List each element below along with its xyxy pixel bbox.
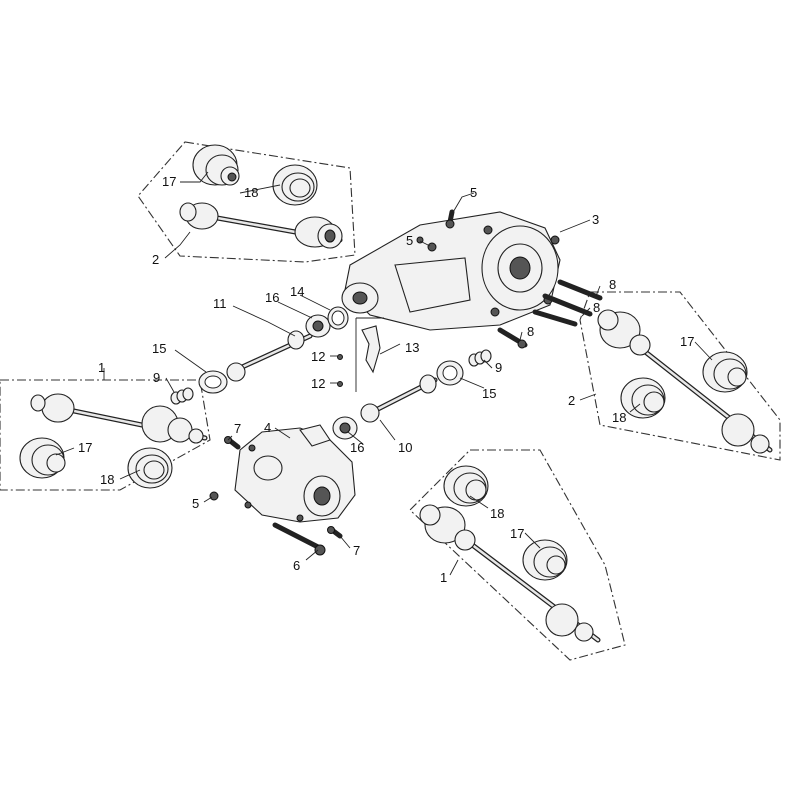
callout-13: 13 [405,340,419,355]
group-outline-right-driveshaft [579,291,781,461]
driveshaft-assembly-left [30,393,208,444]
callout-5: 5 [406,233,413,248]
ring-14 [327,306,349,330]
bolt-6 [272,522,326,556]
callout-2: 2 [152,252,159,267]
callout-2: 2 [568,393,575,408]
seal-16-lower [332,416,358,440]
callout-5: 5 [192,496,199,511]
callout-4: 4 [264,420,271,435]
callout-18: 18 [490,506,504,521]
callout-14: 14 [290,284,304,299]
cv-boot-18-top-left [272,164,318,206]
callout-9: 9 [495,360,502,375]
pin-12-upper [337,354,343,360]
cv-boot-18-bottom-right [443,465,489,507]
bolt-7-left [224,436,241,450]
spring-9-left [170,387,194,405]
callout-10: 10 [398,440,412,455]
intermediate-shaft-11 [226,330,313,382]
bolt-5-mid [427,242,437,252]
spring-9-right [468,349,492,367]
callout-7: 7 [353,543,360,558]
bearing-15-right [436,360,464,386]
bracket-13 [355,317,384,392]
cv-boot-18-left [127,447,173,489]
callout-18: 18 [244,185,258,200]
bolts-8 [497,279,603,349]
driveshaft-assembly-top-left [179,202,343,249]
front-differential-housing [234,424,356,523]
callout-17: 17 [78,440,92,455]
callout-12: 12 [311,376,325,391]
cv-boot-17-top-left [192,144,240,186]
callout-17: 17 [510,526,524,541]
callout-5: 5 [470,185,477,200]
callout-labels: 17 18 2 5 5 3 8 8 8 11 16 14 15 9 12 12 … [78,174,694,585]
leader-lines [55,171,713,576]
cv-boot-18-right [620,377,666,419]
rear-differential-housing [341,211,561,331]
cv-boot-17-left [19,437,66,479]
pin-12-lower [337,381,343,387]
callout-7: 7 [234,421,241,436]
callout-1: 1 [98,360,105,375]
driveshaft-assembly-bottom-right [419,504,601,643]
callout-9: 9 [153,370,160,385]
driveshaft-assembly-right [597,309,773,454]
bolt-5-top [445,209,455,229]
callout-8: 8 [527,324,534,339]
seal-16-upper [305,314,331,338]
cv-boot-17-right [702,351,748,393]
cv-boot-17-bottom-right [522,539,568,581]
group-outline-bottom-right-driveshaft [409,449,626,661]
intermediate-shaft-10 [360,374,438,423]
callout-16: 16 [350,440,364,455]
callout-6: 6 [293,558,300,573]
callout-18: 18 [612,410,626,425]
callout-8: 8 [609,277,616,292]
callout-15: 15 [482,386,496,401]
callout-11: 11 [213,296,227,311]
bolt-5-left [209,491,219,501]
callout-15: 15 [152,341,166,356]
bolt-7-right [327,526,343,539]
callout-18: 18 [100,472,114,487]
callout-3: 3 [592,212,599,227]
bearing-15-left [198,370,228,394]
callout-17: 17 [162,174,176,189]
callout-12: 12 [311,349,325,364]
callout-1: 1 [440,570,447,585]
callout-16: 16 [265,290,279,305]
callout-17: 17 [680,334,694,349]
callout-8: 8 [593,300,600,315]
